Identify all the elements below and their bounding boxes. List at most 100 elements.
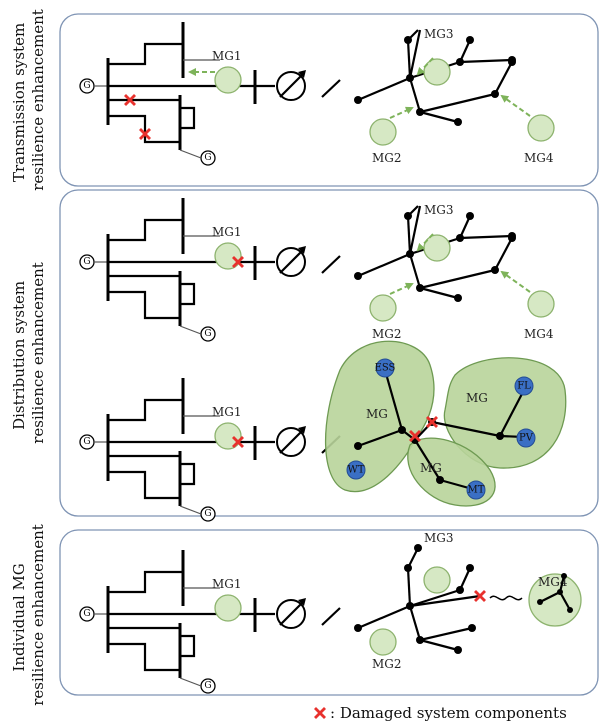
feeder-line bbox=[408, 77, 422, 113]
feeder-node bbox=[404, 212, 412, 220]
damage-marker bbox=[474, 590, 486, 602]
generator-icon: G bbox=[200, 150, 216, 166]
mg4-internal-node bbox=[567, 607, 573, 613]
feeder-node bbox=[454, 294, 462, 302]
mg4-label: MG4 bbox=[524, 151, 554, 165]
switch-icon bbox=[321, 607, 341, 626]
feeder-line bbox=[459, 234, 513, 240]
wt-der bbox=[346, 460, 366, 480]
feeder-line bbox=[408, 205, 422, 255]
feeder-node bbox=[354, 272, 362, 280]
feeder-node bbox=[454, 646, 462, 654]
mg3-label: MG3 bbox=[424, 203, 454, 217]
feeder-line bbox=[406, 215, 412, 255]
pv-der bbox=[516, 428, 536, 448]
side-label-distribution: Distribution system resilience enhanceme… bbox=[10, 262, 47, 444]
feeder-line bbox=[458, 567, 472, 591]
mg4-label: MG4 bbox=[524, 327, 554, 341]
gen2-connection bbox=[179, 149, 202, 159]
gen2-connection bbox=[179, 505, 202, 515]
damage-marker bbox=[124, 94, 136, 106]
side-label-individual: Individual MG resilience enhancement bbox=[10, 524, 47, 706]
mg-label-right: MG bbox=[466, 391, 488, 405]
line-bottom bbox=[108, 114, 180, 144]
damage-marker-legend bbox=[314, 707, 326, 719]
mt-label: MT bbox=[468, 485, 485, 496]
switch-icon bbox=[321, 255, 341, 274]
feeder-line bbox=[494, 237, 513, 271]
feeder-node bbox=[414, 544, 422, 552]
mg4-arrow bbox=[500, 94, 531, 117]
mg4-circle bbox=[527, 290, 555, 318]
feeder-node bbox=[508, 58, 516, 66]
generator-icon: G bbox=[200, 326, 216, 342]
feeder-line bbox=[494, 61, 513, 95]
line-top bbox=[108, 570, 183, 594]
feeder-node bbox=[404, 564, 412, 572]
mg4-label: MG4 bbox=[538, 575, 568, 589]
mg1-label: MG1 bbox=[212, 225, 242, 239]
feeder-line bbox=[357, 252, 411, 278]
mg3-circle bbox=[423, 234, 451, 262]
feeder-line bbox=[409, 594, 481, 608]
fl-der bbox=[514, 376, 534, 396]
island-line bbox=[431, 420, 501, 438]
island-line bbox=[357, 428, 403, 448]
damage-marker bbox=[139, 128, 151, 140]
feeder-node bbox=[354, 96, 362, 104]
feeder-node bbox=[456, 586, 464, 594]
line-top bbox=[108, 398, 183, 422]
mg1-label: MG1 bbox=[212, 405, 242, 419]
feeder-line bbox=[419, 638, 459, 652]
side-label-distribution-line2: resilience enhancement bbox=[29, 262, 47, 444]
island-node bbox=[398, 426, 406, 434]
feeder-node bbox=[404, 36, 412, 44]
line-top bbox=[108, 42, 183, 66]
generator-label: G bbox=[83, 609, 90, 619]
mg2-arrow bbox=[389, 282, 414, 295]
fl-label: FL bbox=[517, 381, 531, 392]
feeder-line bbox=[357, 604, 411, 630]
mg4-internal-node bbox=[537, 599, 543, 605]
mg2-arrow bbox=[389, 106, 414, 119]
feeder-node bbox=[454, 118, 462, 126]
mg3-label: MG3 bbox=[424, 531, 454, 545]
mg2-label: MG2 bbox=[372, 657, 402, 671]
mg4-internal-node bbox=[561, 573, 567, 579]
generator-icon: G bbox=[200, 506, 216, 522]
generator-label: G bbox=[204, 153, 211, 163]
transformer-arrowhead bbox=[298, 426, 306, 434]
transformer-arrow bbox=[279, 72, 305, 98]
damage-marker bbox=[409, 430, 421, 442]
generator-label: G bbox=[204, 509, 211, 519]
side-label-individual-line2: resilience enhancement bbox=[29, 524, 47, 706]
feeder-node bbox=[416, 108, 424, 116]
feeder-line bbox=[419, 286, 459, 300]
line-loop bbox=[180, 106, 196, 130]
side-label-individual-line1: Individual MG bbox=[10, 563, 28, 671]
mg1-circle bbox=[214, 242, 242, 270]
side-label-transmission: Transmission system resilience enhanceme… bbox=[10, 9, 47, 191]
pv-label: PV bbox=[519, 433, 534, 444]
feeder-node bbox=[456, 58, 464, 66]
mg1-circle bbox=[214, 422, 242, 450]
generator-icon: G bbox=[200, 678, 216, 694]
transformer-arrow bbox=[279, 428, 305, 454]
mg4-internal-line bbox=[539, 591, 561, 603]
mg4-circle bbox=[527, 114, 555, 142]
mg3-label: MG3 bbox=[424, 27, 454, 41]
ess-label: ESS bbox=[375, 363, 396, 374]
feeder-line bbox=[458, 39, 472, 63]
damage-marker bbox=[426, 416, 438, 428]
line-bottom bbox=[108, 642, 180, 672]
generator-label: G bbox=[83, 437, 90, 447]
generator-icon: G bbox=[79, 254, 95, 270]
transformer-arrowhead bbox=[298, 598, 306, 606]
mg4-arrow bbox=[500, 270, 531, 293]
feeder-node bbox=[466, 564, 474, 572]
panel-individual bbox=[59, 529, 599, 696]
